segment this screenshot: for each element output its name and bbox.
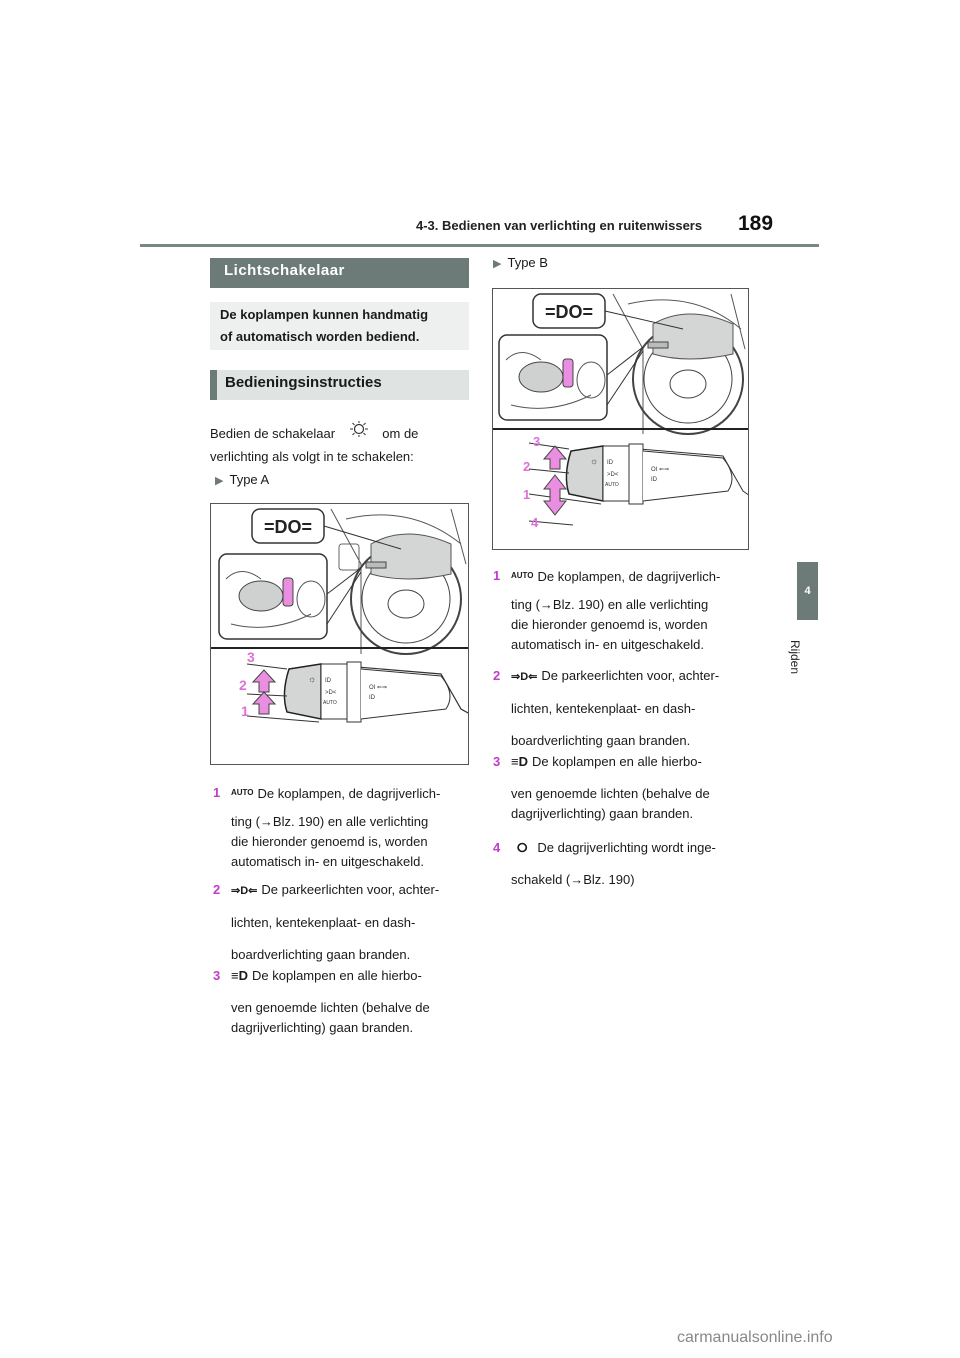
svg-text:OI ⇐⇒: OI ⇐⇒ [369,685,387,691]
svg-text:ID: ID [607,460,614,466]
headlight-icon: ≡D [511,754,528,769]
svg-text:4: 4 [531,515,539,530]
section-title: Lichtschakelaar [210,258,469,288]
svg-text:>D<: >D< [607,472,619,478]
svg-text:☼: ☼ [308,674,316,684]
type-a-label: ▶Type A [215,472,270,487]
intro-line-1: Bedien de schakelaar om de [210,420,418,441]
running-header: 4-3. Bedienen van verlichting en ruitenw… [416,218,703,233]
svg-text:3: 3 [247,649,255,665]
chapter-tab[interactable]: 4 [797,562,818,620]
type-b-label: ▶Type B [493,255,548,270]
svg-text:AUTO: AUTO [323,700,337,706]
svg-text:2: 2 [523,459,530,474]
header-divider [140,244,819,247]
svg-text:AUTO: AUTO [605,482,619,488]
svg-text:=DO=: =DO= [545,302,593,322]
svg-text:2: 2 [239,677,247,693]
subsection-title: Bedieningsinstructies [210,370,469,400]
svg-text:ID: ID [651,477,658,483]
headlight-icon: ≡D [231,968,248,983]
light-switch-icon [339,420,379,441]
svg-text:ID: ID [325,678,332,684]
page-number: 189 [738,212,774,235]
auto-icon: AUTO [231,788,254,797]
svg-text:1: 1 [241,703,249,719]
triangle-bullet-icon: ▶ [215,475,224,487]
auto-icon: AUTO [511,571,534,580]
chapter-tab-label: Rijden [788,640,802,675]
figure-type-a: =DO= ☼ ID >D< AUTO OI ⇐⇒ ID 3 2 1 [210,503,469,765]
svg-text:1: 1 [523,487,530,502]
drl-off-icon: ⭘ [517,840,528,855]
svg-text:OI ⇐⇒: OI ⇐⇒ [651,467,669,473]
svg-text:=DO=: =DO= [264,517,312,537]
svg-text:ID: ID [369,695,376,701]
section-summary: De koplampen kunnen handmatig of automat… [210,302,469,350]
svg-text:>D<: >D< [325,690,337,696]
svg-text:3: 3 [533,434,540,449]
type-a-item-2: 2 ⇒D⇐De parkeerlichten voor, achter- lic… [213,882,440,962]
type-b-item-4: 4 ⭘De dagrijverlichting wordt inge- scha… [493,840,716,887]
figure-type-b: =DO= ☼ ID >D< AUTO OI ⇐⇒ ID 3 2 1 4 [492,288,749,550]
svg-text:☼: ☼ [590,456,598,466]
watermark: carmanualsonline.info [677,1329,833,1346]
type-b-item-2: 2 ⇒D⇐De parkeerlichten voor, achter- lic… [493,668,720,748]
triangle-bullet-icon: ▶ [493,258,502,270]
intro-line-2: verlichting als volgt in te schakelen: [210,449,414,464]
parking-lights-icon: ⇒D⇐ [511,671,538,683]
parking-lights-icon: ⇒D⇐ [231,885,258,897]
